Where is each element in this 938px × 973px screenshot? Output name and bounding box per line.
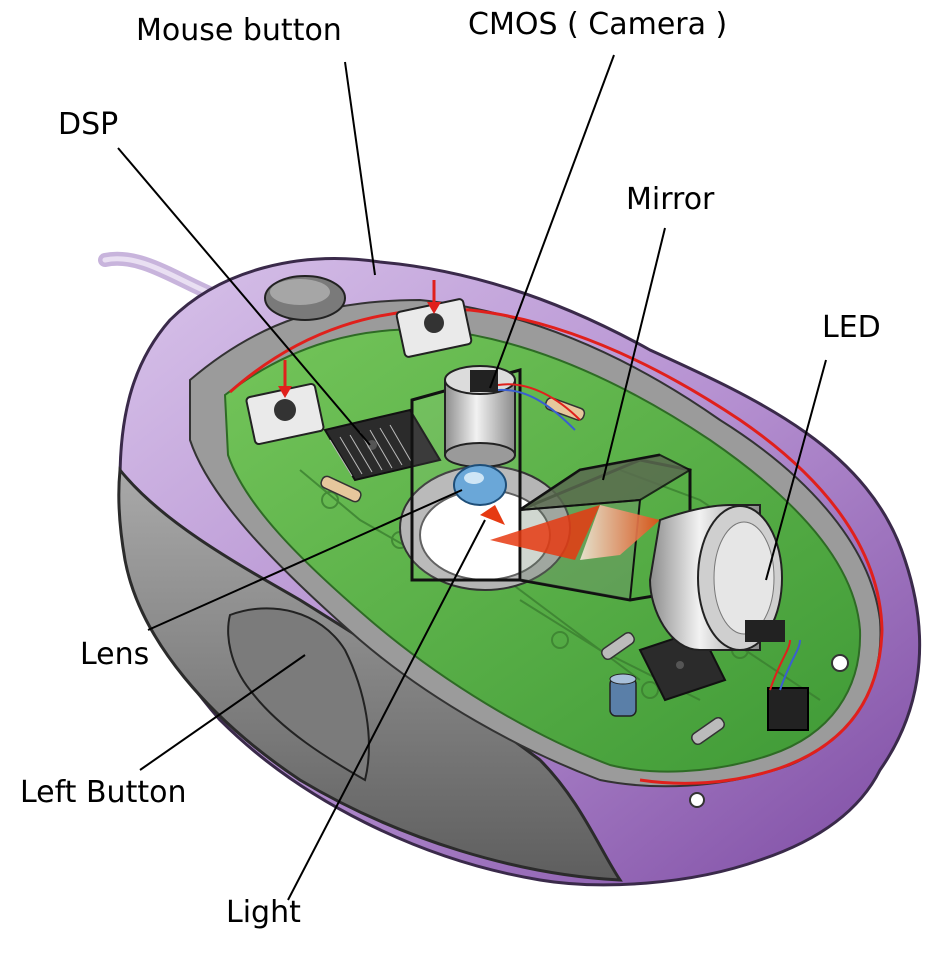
- label-light: Light: [226, 895, 301, 930]
- label-mouse-button: Mouse button: [136, 13, 342, 48]
- capacitor: [609, 673, 637, 717]
- leader-mirror: [602, 227, 666, 481]
- leader-lines: [117, 54, 827, 901]
- switch-right: [395, 280, 473, 358]
- leader-light: [287, 519, 486, 901]
- label-left-button: Left Button: [20, 775, 187, 810]
- lens-element: [453, 464, 507, 506]
- left-button-panel: [227, 607, 370, 782]
- leader-lens: [147, 489, 463, 631]
- connector: [767, 639, 809, 731]
- lens-opening: [399, 465, 571, 591]
- leader-left-button: [139, 654, 306, 771]
- switch-left: [245, 360, 325, 446]
- label-mirror: Mirror: [626, 182, 715, 217]
- resistors: [320, 397, 725, 746]
- leader-mouse-button: [344, 61, 376, 276]
- leader-cmos: [489, 54, 615, 389]
- label-dsp: DSP: [58, 107, 119, 142]
- mouse-body-gray: [117, 466, 623, 882]
- leader-dsp: [117, 147, 371, 446]
- leader-led: [765, 359, 827, 581]
- label-cmos-camera: CMOS ( Camera ): [468, 7, 728, 42]
- led-module: [648, 504, 785, 651]
- label-led: LED: [822, 310, 881, 345]
- cmos-camera: [444, 365, 581, 468]
- label-lens: Lens: [80, 637, 150, 672]
- light-beam: [480, 505, 660, 560]
